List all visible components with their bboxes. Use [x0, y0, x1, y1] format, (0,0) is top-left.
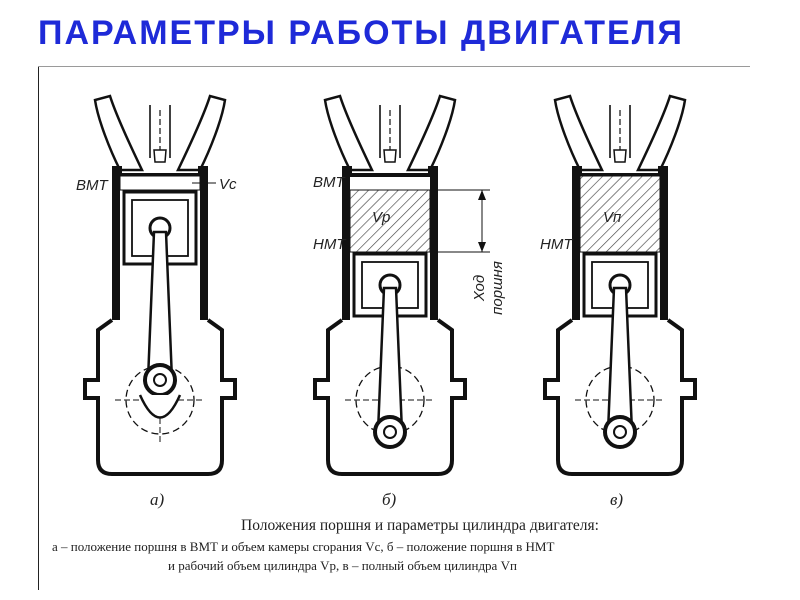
vr-label: Vр: [372, 209, 390, 226]
bdc-label-c: НМТ: [540, 236, 574, 253]
vc-label: Vс: [219, 176, 237, 193]
left-border-line: [38, 67, 39, 590]
stroke-label-line2: поршня: [489, 261, 506, 315]
slide-title: ПАРАМЕТРЫ РАБОТЫ ДВИГАТЕЛЯ: [38, 14, 684, 52]
panel-a-engine: [83, 94, 237, 476]
tdc-label-b: ВМТ: [313, 174, 347, 191]
caption-line-1: а – положение поршня в ВМТ и объем камер…: [52, 539, 555, 554]
bdc-label-b: НМТ: [313, 236, 347, 253]
caption-line-2: и рабочий объем цилиндра Vр, в – полный …: [168, 558, 517, 573]
panel-c-sublabel: в): [610, 490, 623, 509]
title-divider: [38, 66, 750, 67]
panel-a-sublabel: а): [150, 490, 165, 509]
panel-c-engine: [543, 94, 697, 476]
tdc-label-a: ВМТ: [76, 177, 110, 194]
panel-b-engine: [313, 94, 490, 476]
stroke-label: Ход поршня: [471, 261, 506, 315]
caption-title: Положения поршня и параметры цилиндра дв…: [241, 517, 599, 534]
stroke-label-line1: Ход: [471, 275, 488, 302]
vp-label: Vп: [603, 209, 621, 226]
panel-b-sublabel: б): [382, 490, 397, 509]
